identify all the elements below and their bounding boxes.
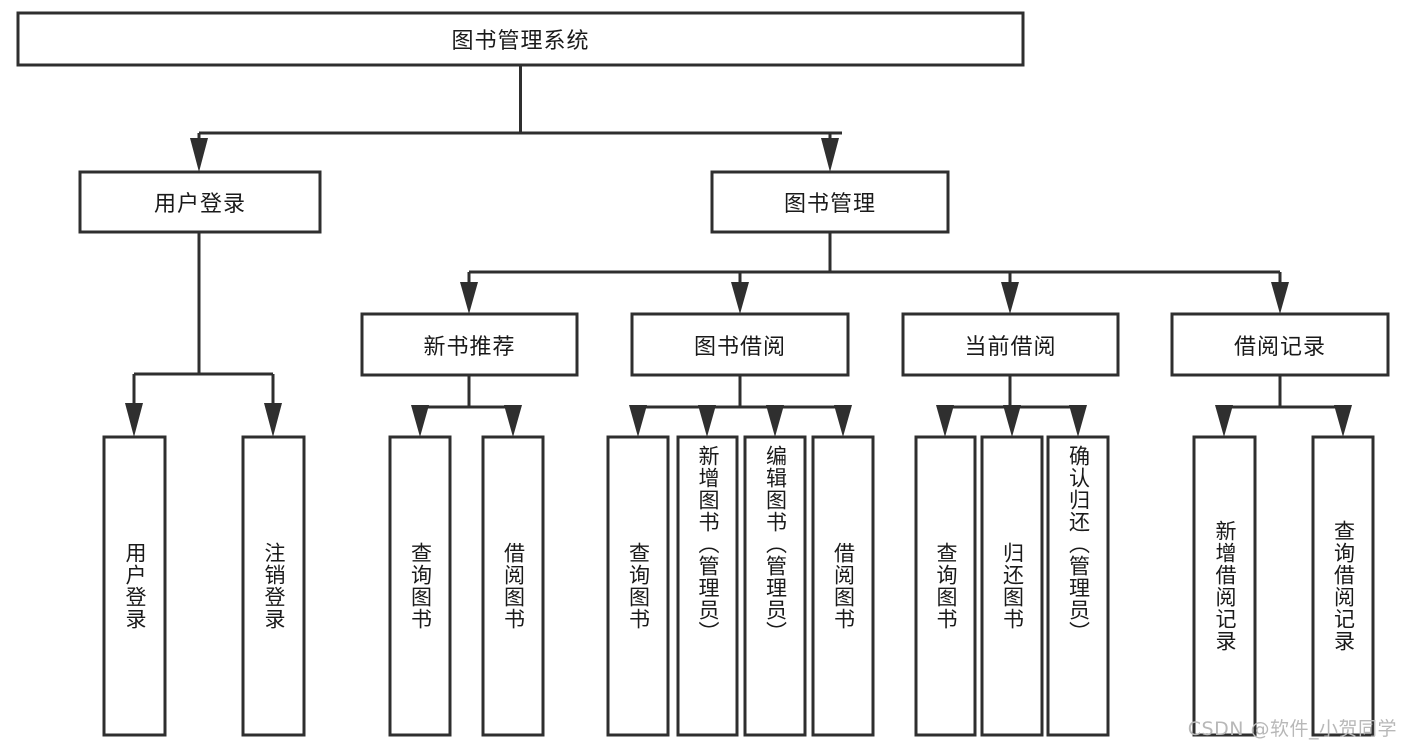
- arrowhead-to-book-borrow: [731, 282, 749, 314]
- leaf-query-record-box[interactable]: [1311, 435, 1375, 737]
- arrowhead-leaf-query-record: [1334, 405, 1352, 437]
- leaf-query-book-a-box[interactable]: [388, 435, 452, 737]
- csdn-watermark: CSDN @软件_小贺同学: [1187, 718, 1397, 740]
- leaf-logout-box[interactable]: [241, 435, 306, 737]
- leaf-user-login-box[interactable]: [102, 435, 167, 737]
- arrowhead-to-new-book-rec: [460, 282, 478, 314]
- leaf-return-book-box[interactable]: [980, 435, 1044, 737]
- arrowhead-leaf-query-book-a: [411, 405, 429, 437]
- node-book-borrow-box[interactable]: [630, 312, 850, 377]
- node-user-login-box[interactable]: [78, 170, 322, 234]
- node-root-box[interactable]: [16, 11, 1025, 67]
- arrowhead-leaf-borrow-book-a: [504, 405, 522, 437]
- arrowhead-leaf-query-book-b: [629, 405, 647, 437]
- leaf-query-book-c-box[interactable]: [914, 435, 977, 737]
- leaf-borrow-book-b-box[interactable]: [811, 435, 875, 737]
- arrowhead-leaf-add-record: [1215, 405, 1233, 437]
- arrowhead-leaf-add-book: [698, 405, 716, 437]
- node-book-manage-box[interactable]: [710, 170, 950, 234]
- leaf-borrow-book-a-box[interactable]: [481, 435, 545, 737]
- arrowhead-to-borrow-record: [1271, 282, 1289, 314]
- arrowhead-leaf-return-book: [1003, 405, 1021, 437]
- arrowhead-leaf-edit-book: [766, 405, 784, 437]
- arrowhead-leaf-query-book-c: [936, 405, 954, 437]
- arrowhead-leaf-logout: [264, 403, 282, 437]
- arrowhead-leaf-borrow-book-b: [834, 405, 852, 437]
- arrowhead-to-user-login: [190, 138, 208, 172]
- leaf-query-book-b-box[interactable]: [606, 435, 670, 737]
- arrowhead-to-current-borrow: [1001, 282, 1019, 314]
- node-borrow-record-box[interactable]: [1170, 312, 1390, 377]
- leaf-add-record-box[interactable]: [1192, 435, 1257, 737]
- leaf-confirm-return-box[interactable]: [1046, 435, 1110, 737]
- arrowhead-to-book-manage: [821, 138, 839, 172]
- leaf-edit-book-box[interactable]: [743, 435, 807, 737]
- node-current-borrow-box[interactable]: [901, 312, 1120, 377]
- leaf-add-book-box[interactable]: [676, 435, 739, 737]
- arrowhead-leaf-confirm-return: [1069, 405, 1087, 437]
- arrowhead-leaf-user-login: [125, 403, 143, 437]
- node-new-book-rec-box[interactable]: [360, 312, 579, 377]
